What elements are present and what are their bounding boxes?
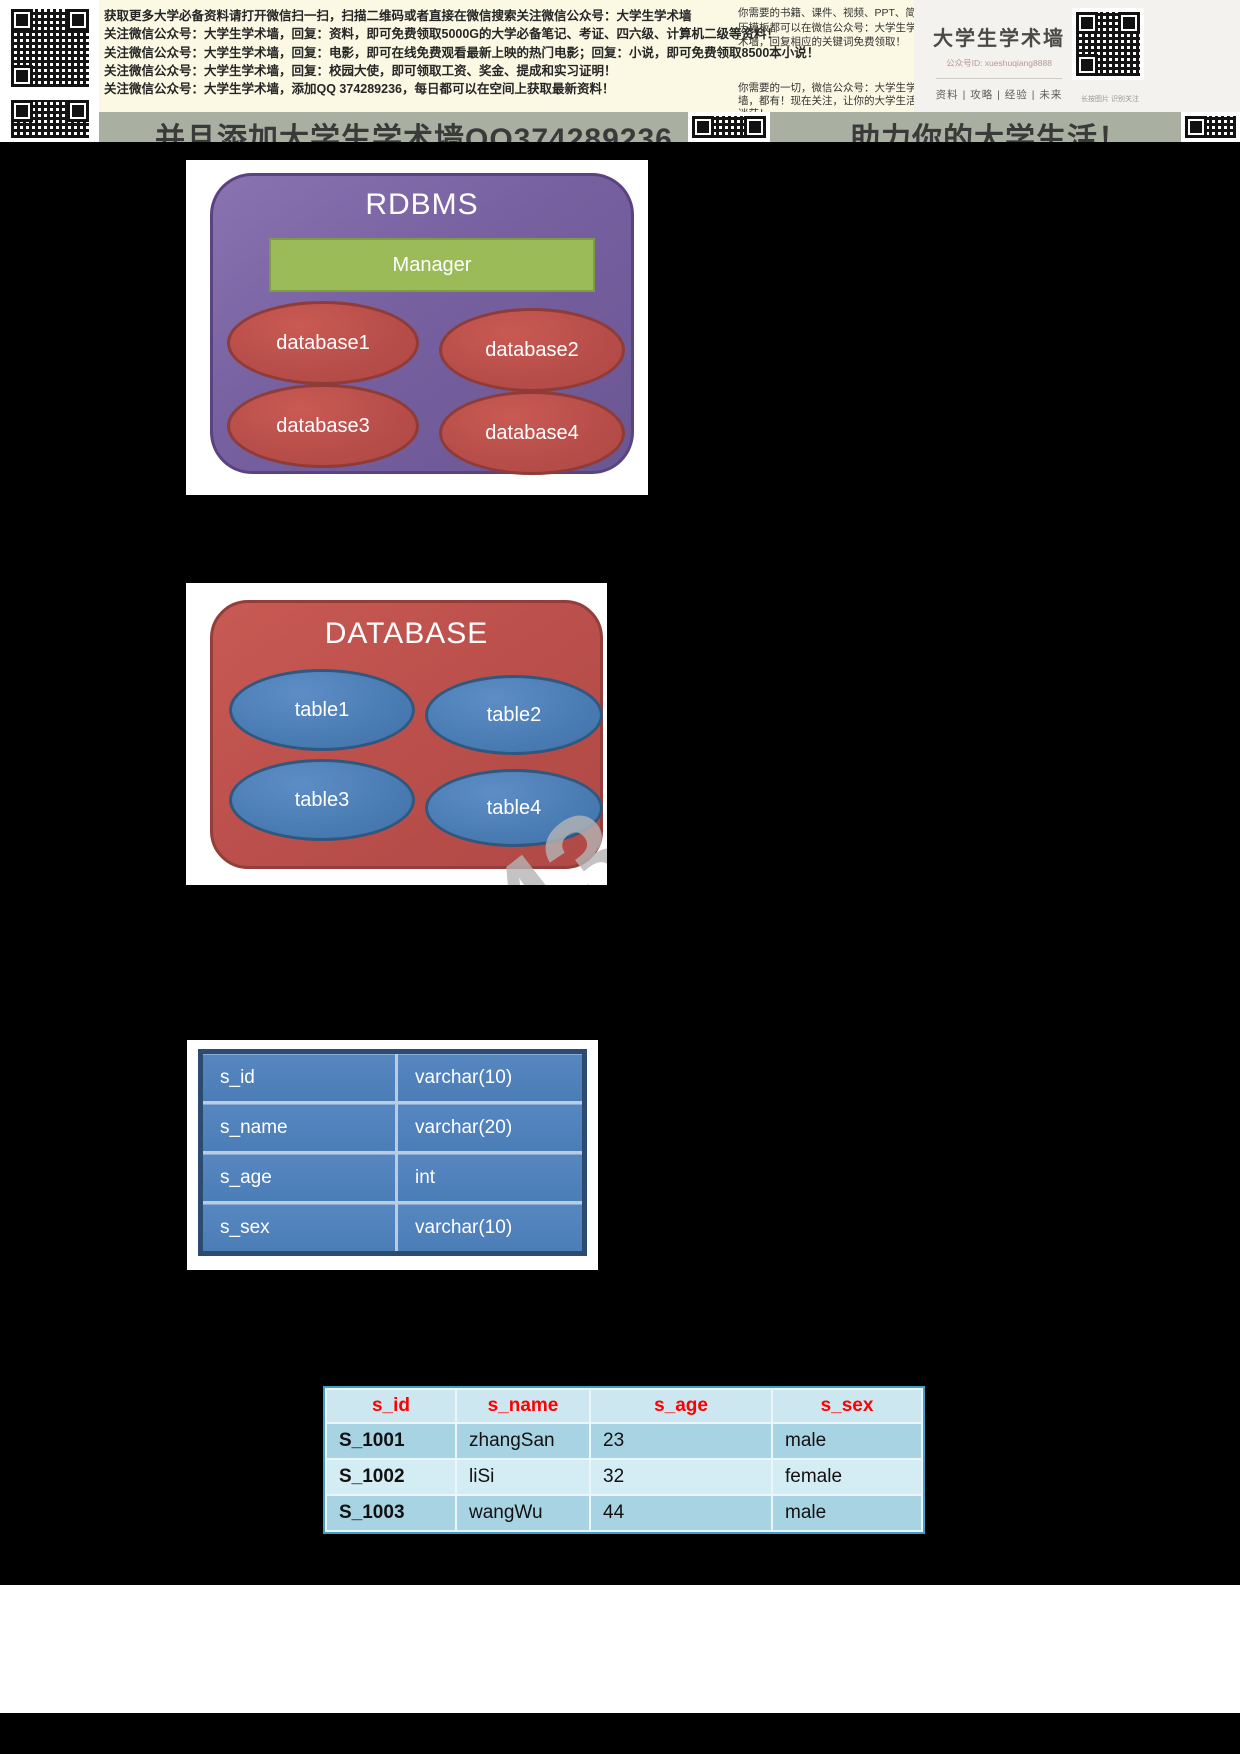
qr-finder-icon: [11, 65, 33, 87]
data-cell: male: [771, 1494, 923, 1532]
qr-finder-icon: [67, 9, 89, 31]
data-cell: female: [771, 1458, 923, 1496]
qr-finder-icon: [1118, 12, 1140, 34]
header-cell: s_id: [325, 1388, 457, 1424]
table-row: S_1002 liSi 32 female: [325, 1458, 923, 1496]
strip-qr-mid: [688, 112, 770, 142]
academic-wall-card: 大学生学术墙 公众号ID: xueshuqiang8888 资料 | 攻略 | …: [928, 6, 1070, 104]
qr-left-panel: [0, 0, 99, 142]
data-cell: male: [771, 1422, 923, 1460]
header-cell: s_name: [455, 1388, 591, 1424]
table3-ellipse: table3: [229, 759, 415, 841]
field-type-cell: int: [398, 1154, 582, 1201]
table-row: S_1001 zhangSan 23 male: [325, 1422, 923, 1460]
qr-code-left: [7, 5, 93, 91]
field-type-cell: varchar(20): [398, 1104, 582, 1151]
banner-line: 关注微信公众号：大学生学术墙，回复：电影，即可在线免费观看最新上映的热门电影；回…: [104, 45, 820, 60]
data-cell: S_1003: [325, 1494, 457, 1532]
card-id: 公众号ID: xueshuqiang8888: [946, 58, 1052, 68]
qr-finder-icon: [11, 9, 33, 31]
bottom-black-bar: [0, 1713, 1240, 1754]
rdbms-title: RDBMS: [365, 188, 479, 221]
database2-ellipse: database2: [439, 308, 625, 392]
data-cell: zhangSan: [455, 1422, 591, 1460]
field-name-cell: s_age: [203, 1154, 395, 1201]
banner-middle-note: 你需要的书籍、课件、视频、PPT、简历模板都可以在微信公众号：大学生学术墙，回复…: [738, 7, 917, 48]
qr-finder-icon: [1076, 54, 1098, 76]
database3-ellipse: database3: [227, 384, 419, 468]
strip-text-qq: 并且添加大学生学术墙QQ374289236: [155, 123, 673, 142]
field-name-cell: s_sex: [203, 1204, 395, 1251]
banner-line: 关注微信公众号：大学生学术墙，回复：校园大使，即可领取工资、奖金、提成和实习证明…: [104, 63, 617, 78]
data-cell: 32: [589, 1458, 773, 1496]
qr-finder-icon: [11, 100, 33, 122]
qr-caption: 长按图片 识别关注: [1081, 96, 1139, 103]
database-title: DATABASE: [324, 617, 489, 650]
banner-text-lines: 获取更多大学必备资料请打开微信扫一扫，扫描二维码或者直接在微信搜索关注微信公众号…: [104, 7, 819, 98]
database-figure: DATABASE table1 table2 table3 table4 43: [186, 583, 607, 885]
strip-qr-right: [1181, 112, 1240, 142]
ad-strip: 并且添加大学生学术墙QQ374289236 助力你的大学生活！: [0, 112, 1240, 142]
banner-line: 关注微信公众号：大学生学术墙，添加QQ 374289236，每日都可以在空间上获…: [104, 82, 615, 97]
banner-line: 关注微信公众号：大学生学术墙，回复：资料，即可免费领取5000G的大学必备笔记、…: [104, 27, 780, 42]
academic-wall-card-panel: 大学生学术墙 公众号ID: xueshuqiang8888 资料 | 攻略 | …: [914, 0, 1240, 112]
ad-banner: 获取更多大学必备资料请打开微信扫一扫，扫描二维码或者直接在微信搜索关注微信公众号…: [0, 0, 1240, 120]
qr-finder-icon: [692, 116, 714, 138]
banner-line: 获取更多大学必备资料请打开微信扫一扫，扫描二维码或者直接在微信搜索关注微信公众号…: [104, 9, 692, 23]
qr-finder-icon: [67, 100, 89, 122]
table1-ellipse: table1: [229, 669, 415, 751]
header-cell: s_sex: [771, 1388, 923, 1424]
strip-text-slogan: 助力你的大学生活！: [850, 123, 1129, 142]
schema-table: s_id varchar(10) s_name varchar(20) s_ag…: [198, 1049, 587, 1256]
field-type-cell: varchar(10): [398, 1204, 582, 1251]
qr-finder-icon: [744, 116, 766, 138]
table-header-row: s_id s_name s_age s_sex: [325, 1388, 923, 1424]
data-cell: liSi: [455, 1458, 591, 1496]
field-name-cell: s_id: [203, 1054, 395, 1101]
rdbms-figure: RDBMS Manager database1 database2 databa…: [186, 160, 648, 495]
header-cell: s_age: [589, 1388, 773, 1424]
table4-ellipse: table4: [425, 769, 603, 847]
field-name-cell: s_name: [203, 1104, 395, 1151]
data-cell: S_1002: [325, 1458, 457, 1496]
manager-box: Manager: [269, 238, 595, 292]
student-data-table: s_id s_name s_age s_sex S_1001 zhangSan …: [325, 1388, 923, 1532]
data-cell: S_1001: [325, 1422, 457, 1460]
card-divider: [936, 78, 1062, 79]
database4-ellipse: database4: [439, 391, 625, 475]
data-cell: 44: [589, 1494, 773, 1532]
student-data-table-wrap: s_id s_name s_age s_sex S_1001 zhangSan …: [323, 1386, 925, 1534]
qr-code-right: [1072, 8, 1144, 80]
schema-figure: s_id varchar(10) s_name varchar(20) s_ag…: [187, 1040, 598, 1270]
table-row: S_1003 wangWu 44 male: [325, 1494, 923, 1532]
qr-finder-icon: [1076, 12, 1098, 34]
white-footer-area: [0, 1585, 1240, 1713]
qr-code-left-lower: [7, 96, 93, 142]
card-title: 大学生学术墙: [933, 28, 1065, 50]
field-type-cell: varchar(10): [398, 1054, 582, 1101]
database-container: DATABASE table1 table2 table3 table4: [210, 600, 603, 869]
database1-ellipse: database1: [227, 301, 419, 385]
table2-ellipse: table2: [425, 675, 603, 755]
data-cell: wangWu: [455, 1494, 591, 1532]
data-cell: 23: [589, 1422, 773, 1460]
qr-finder-icon: [1185, 116, 1207, 138]
rdbms-container: RDBMS Manager database1 database2 databa…: [210, 173, 634, 475]
card-tagline: 资料 | 攻略 | 经验 | 未来: [935, 89, 1063, 101]
